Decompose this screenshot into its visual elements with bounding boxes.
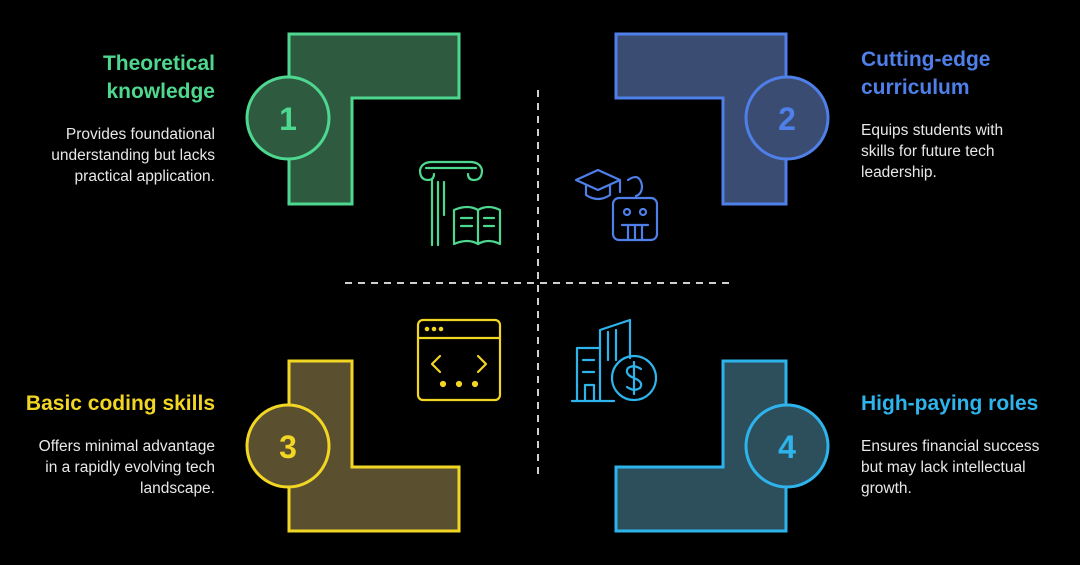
- quadrant-1-number: 1: [279, 101, 297, 137]
- quadrant-1-description: Provides foundational understanding but …: [51, 126, 215, 185]
- quadrant-2-shape: 2: [614, 32, 830, 206]
- quadrant-2-description: Equips students with skills for future t…: [861, 122, 1004, 181]
- quadrant-2-title: Cutting-edge curriculum: [861, 48, 991, 99]
- quadrant-4-number: 4: [778, 429, 796, 465]
- quadrant-3-number: 3: [279, 429, 297, 465]
- quadrant-3-description: Offers minimal advantage in a rapidly ev…: [38, 438, 215, 497]
- pillar-book-icon: [418, 160, 502, 247]
- quadrant-4-title: High-paying roles: [861, 392, 1039, 415]
- quadrant-1-shape: 1: [245, 32, 461, 206]
- quadrant-4-description: Ensures financial success but may lack i…: [861, 438, 1040, 497]
- quadrant-1-title: Theoretical knowledge: [102, 52, 215, 103]
- code-window-icon: [416, 318, 502, 402]
- quadrant-3-title: Basic coding skills: [25, 392, 215, 415]
- graduation-robot-icon: [574, 168, 659, 242]
- buildings-dollar-icon: [570, 318, 658, 403]
- quadrant-3-shape: 3: [245, 359, 461, 533]
- quadrant-2-number: 2: [778, 101, 796, 137]
- quadrant-4-shape: 4: [614, 359, 830, 533]
